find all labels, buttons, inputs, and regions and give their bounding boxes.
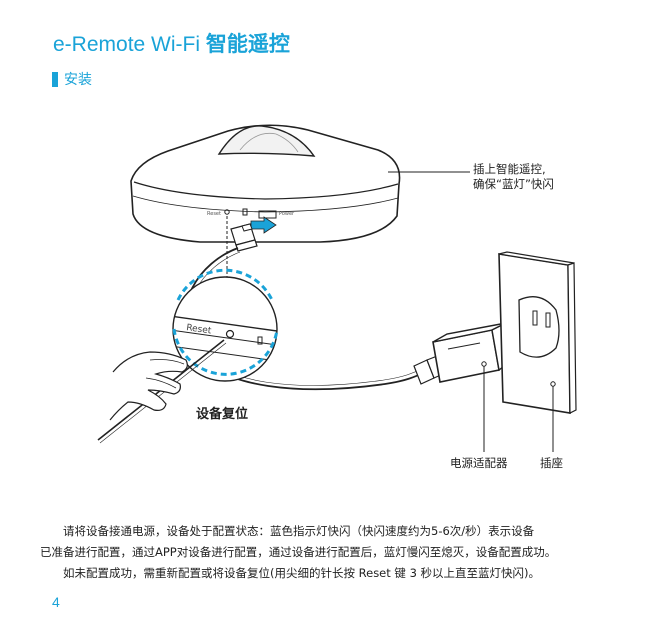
reset-zoom: Reset — [172, 268, 279, 382]
callout-plug-in: 插上智能遥控, 确保“蓝灯”快闪 — [473, 162, 554, 192]
callout-plug-in-line1: 插上智能遥控, — [473, 162, 546, 176]
hand-with-pin — [97, 339, 227, 444]
zoom-reset-label: Reset — [186, 323, 213, 336]
device-power-label: Power — [279, 211, 295, 217]
description-line2: 已准备进行配置，通过APP对设备进行配置，通过设备进行配置后，蓝灯慢闪至熄灭，设… — [40, 545, 557, 559]
wall-socket — [498, 251, 577, 414]
callout-socket: 插座 — [540, 456, 563, 470]
page-number: 4 — [52, 594, 60, 610]
power-adapter — [432, 321, 513, 383]
device-reset-label: Reset — [207, 211, 221, 217]
section-marker — [52, 71, 58, 87]
section-heading: 安装 — [52, 69, 92, 89]
title-cn: 智能遥控 — [205, 32, 290, 56]
page-title: e-Remote Wi-Fi 智能遥控 — [53, 28, 290, 58]
reset-hole — [224, 209, 230, 215]
callout-plug-in-line2: 确保“蓝灯”快闪 — [473, 177, 554, 191]
description: 请将设备接通电源，设备处于配置状态：蓝色指示灯快闪（快闪速度约为5-6次/秒）表… — [40, 521, 630, 584]
section-label: 安装 — [64, 72, 92, 88]
callout-reset: 设备复位 — [196, 407, 249, 422]
power-port — [258, 210, 277, 219]
plug-arrow-device — [250, 216, 277, 234]
title-en: e-Remote Wi-Fi — [53, 33, 201, 56]
indicator-led — [242, 208, 248, 216]
callout-adapter: 电源适配器 — [450, 456, 508, 470]
remote-device: Reset Power — [130, 124, 401, 243]
description-line3: 如未配置成功，需重新配置或将设备复位(用尖细的针长按 Reset 键 3 秒以上… — [63, 566, 541, 580]
description-line1: 请将设备接通电源，设备处于配置状态：蓝色指示灯快闪（快闪速度约为5-6次/秒）表… — [63, 524, 535, 538]
